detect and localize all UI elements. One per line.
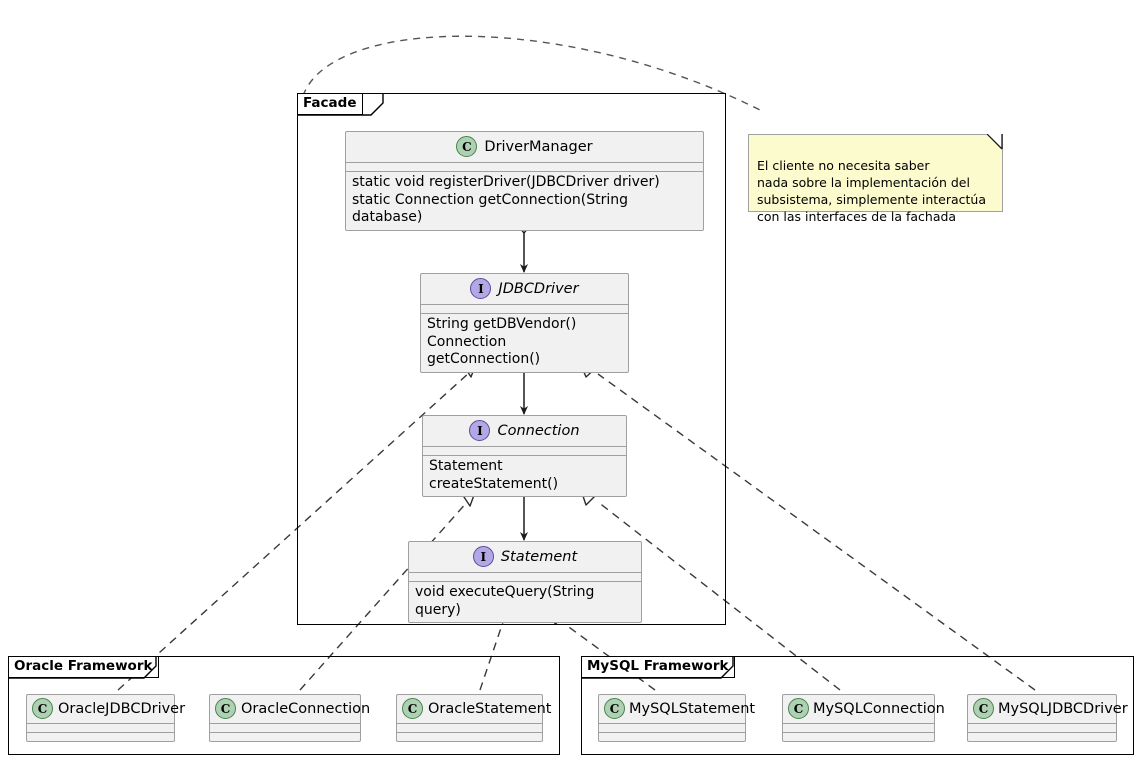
package-facade-tab-fold [297,93,384,116]
package-oracle-label-tab: Oracle Framework [8,656,160,678]
class-mysqlstatement-header: C MySQLStatement [599,695,755,723]
class-mysqljdbcdriver-header: C MySQLJDBCDriver [968,695,1128,723]
package-oracle-tab-fold [8,656,157,679]
package-mysql-tab-fold [581,656,734,679]
interface-connection-header: I Connection [423,416,626,446]
class-icon: C [604,698,625,719]
class-oraclestatement[interactable]: C OracleStatement [396,694,551,742]
interface-jdbcdriver-attributes [421,305,628,313]
class-icon: C [788,698,809,719]
class-mysqljdbcdriver[interactable]: C MySQLJDBCDriver [967,694,1128,742]
class-oracleconnection-attributes [210,724,360,732]
interface-connection[interactable]: I Connection Statement createStatement() [422,415,627,497]
class-drivermanager-header: C DriverManager [346,132,703,162]
interface-connection-attributes [423,447,626,455]
divider [397,732,542,733]
note-facade-client: El cliente no necesita saber nada sobre … [748,134,1003,224]
class-mysqljdbcdriver-name: MySQLJDBCDriver [998,700,1128,717]
divider [599,732,745,733]
class-icon: C [215,698,236,719]
interface-statement-attributes [409,573,641,581]
package-facade[interactable] [297,93,726,625]
package-mysql-label-tab: MySQL Framework [581,656,736,678]
class-oracleconnection-header: C OracleConnection [210,695,370,723]
package-facade-label-tab: Facade [297,93,364,115]
divider [397,723,542,724]
interface-icon: I [472,546,494,567]
class-mysqljdbcdriver-attributes [968,724,1116,732]
package-oracle-framework[interactable] [8,656,560,755]
divider [421,304,628,305]
divider [210,723,360,724]
divider [409,572,641,573]
class-oraclejdbcdriver[interactable]: C OracleJDBCDriver [26,694,185,742]
class-mysqlconnection-methods [783,733,934,741]
class-drivermanager-attributes [346,163,703,171]
package-mysql-label: MySQL Framework [587,658,729,675]
package-oracle-label: Oracle Framework [14,658,153,675]
package-mysql-framework[interactable] [581,656,1134,755]
class-oraclejdbcdriver-attributes [27,724,174,732]
class-icon: C [32,698,53,719]
package-facade-label: Facade [303,95,357,112]
interface-connection-name: Connection [497,422,580,439]
divider [346,162,703,163]
class-oracleconnection-name: OracleConnection [241,700,371,717]
class-mysqlstatement-attributes [599,724,745,732]
divider [409,581,641,582]
class-oracleconnection-methods [210,733,360,741]
class-mysqlstatement-name: MySQLStatement [629,700,756,717]
note-fold-icon [987,134,1003,150]
class-mysqljdbcdriver-methods [968,733,1116,741]
interface-jdbcdriver-header: I JDBCDriver [421,274,628,304]
divider [783,732,934,733]
class-oraclestatement-attributes [397,724,542,732]
divider [423,455,626,456]
class-oraclestatement-name: OracleStatement [428,700,552,717]
interface-icon: I [469,420,491,441]
class-mysqlstatement[interactable]: C MySQLStatement [598,694,755,742]
class-drivermanager[interactable]: C DriverManager static void registerDriv… [345,131,704,231]
class-oraclejdbcdriver-header: C OracleJDBCDriver [27,695,185,723]
class-mysqlconnection-header: C MySQLConnection [783,695,945,723]
class-oraclestatement-header: C OracleStatement [397,695,551,723]
interface-connection-methods: Statement createStatement() [429,458,559,492]
class-oraclejdbcdriver-name: OracleJDBCDriver [58,700,186,717]
divider [968,723,1116,724]
interface-jdbcdriver-methods: String getDBVendor() Connection getConne… [427,316,577,367]
class-icon: C [973,698,994,719]
class-mysqlconnection-name: MySQLConnection [813,700,945,717]
class-mysqlstatement-methods [599,733,745,741]
interface-statement-header: I Statement [409,542,641,572]
divider [968,732,1116,733]
class-mysqlconnection-attributes [783,724,934,732]
divider [27,723,174,724]
class-mysqlconnection[interactable]: C MySQLConnection [782,694,945,742]
note-text: El cliente no necesita saber nada sobre … [757,157,986,224]
class-oraclejdbcdriver-methods [27,733,174,741]
interface-statement-methods: void executeQuery(String query) [415,584,595,618]
divider [346,171,703,172]
interface-jdbcdriver[interactable]: I JDBCDriver String getDBVendor() Connec… [420,273,629,373]
divider [27,732,174,733]
divider [599,723,745,724]
class-oraclestatement-methods [397,733,542,741]
divider [421,313,628,314]
class-oracleconnection[interactable]: C OracleConnection [209,694,370,742]
interface-statement-name: Statement [500,548,578,565]
divider [210,732,360,733]
class-drivermanager-methods: static void registerDriver(JDBCDriver dr… [352,174,660,225]
interface-statement[interactable]: I Statement void executeQuery(String que… [408,541,642,623]
class-drivermanager-name: DriverManager [484,138,593,155]
interface-jdbcdriver-name: JDBCDriver [498,280,579,297]
interface-icon: I [470,278,492,299]
divider [423,446,626,447]
class-icon: C [402,698,423,719]
divider [783,723,934,724]
class-icon: C [456,136,478,157]
